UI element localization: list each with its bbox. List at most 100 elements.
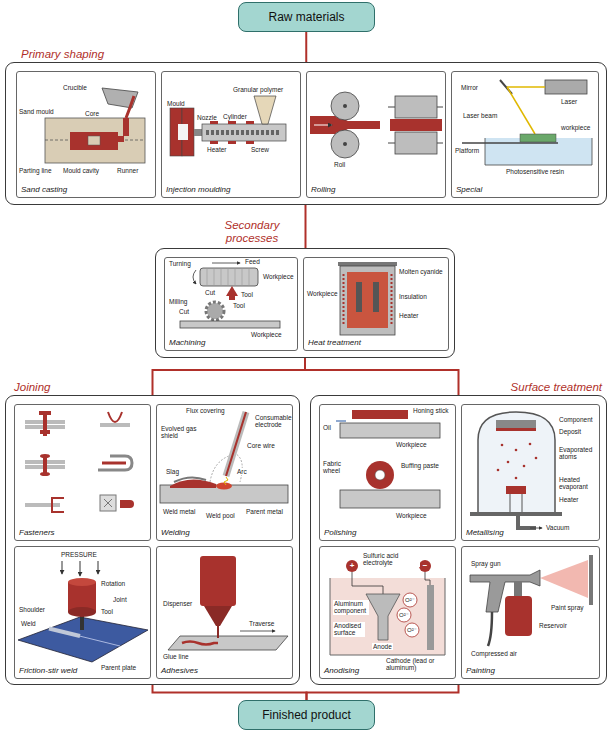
part-label: Evolved gas shield	[160, 425, 198, 440]
process-caption: Special	[456, 185, 482, 194]
heat-treatment-illustration-part	[340, 266, 395, 335]
anodising-illustration-part	[346, 560, 358, 572]
machining-illustration-part	[200, 268, 258, 286]
stereolithography-illustration-part	[545, 80, 587, 94]
metallising-illustration-part	[506, 486, 526, 494]
part-label: Oil	[322, 424, 332, 431]
anodising-illustration-part	[403, 593, 417, 607]
part-label: Workpiece	[395, 512, 428, 519]
part-label: Roll	[333, 161, 346, 168]
part-label: Sulfuric acid electrolyte	[362, 552, 420, 567]
adhesives-illustration-part	[240, 631, 275, 632]
process-caption: Machining	[169, 338, 205, 347]
part-label: Heater	[398, 312, 420, 319]
process-caption: Rolling	[311, 185, 335, 194]
part-label: Shoulder	[18, 606, 46, 613]
process-caption: Adhesives	[161, 666, 198, 675]
machining-illustration-part	[229, 296, 235, 300]
heat-treatment-illustration-part	[338, 262, 397, 266]
part-label: Consumable electrode	[254, 414, 292, 429]
part-label: Heated evaporant	[558, 476, 598, 491]
part-label: Parent metal	[245, 508, 284, 515]
fasteners-illustration-part	[25, 503, 60, 507]
stereolithography-illustration-part	[462, 142, 558, 144]
welding-illustration-part	[226, 412, 246, 476]
fasteners-illustration-part	[100, 495, 116, 511]
adhesives-illustration-part	[217, 626, 219, 638]
process-panel: MachiningHeat treatmentSecondary process…	[155, 248, 455, 358]
heat-treatment-illustration-part	[391, 274, 393, 326]
sand-casting-illustration	[45, 88, 145, 163]
part-label: Platform	[454, 147, 480, 154]
rolling-illustration-part	[331, 92, 359, 120]
panel-heading: Surface treatment	[511, 381, 602, 394]
friction-stir-illustration-part	[68, 607, 96, 617]
rolling-illustration-part	[388, 107, 395, 108]
rolling-illustration-part	[331, 130, 359, 158]
rolling-illustration-part	[437, 143, 443, 144]
injection-moulding-illustration-part	[246, 141, 254, 144]
process-caption: Welding	[161, 528, 190, 537]
friction-stir-illustration-part	[49, 629, 80, 637]
terminal-box: Raw materials	[238, 2, 375, 32]
metallising-illustration-part	[496, 420, 536, 428]
metallising-illustration-part	[470, 512, 562, 516]
part-label: workpiece	[560, 124, 591, 131]
part-label: Slag	[165, 468, 180, 475]
part-label: Feed	[244, 258, 261, 265]
part-label: Weld	[20, 620, 37, 627]
process-box: Rolling	[306, 71, 446, 198]
welding-illustration-part	[224, 477, 228, 485]
part-label: Sand mould	[18, 108, 55, 115]
process-caption: Fasteners	[19, 528, 55, 537]
fasteners-illustration-part	[100, 423, 130, 427]
anodising-illustration-part	[352, 572, 383, 594]
painting-illustration-part	[505, 596, 532, 636]
process-panel: PolishingMetallisingAnodisingPaintingSur…	[310, 395, 607, 685]
process-panel: FastenersWeldingFriction-stir weldAdhesi…	[5, 395, 300, 685]
painting-illustration-part	[540, 560, 588, 598]
part-label: Dispenser	[162, 600, 193, 607]
heat-treatment-illustration	[338, 262, 397, 335]
part-label: Reservoir	[538, 622, 568, 629]
fasteners-illustration-part	[98, 456, 132, 470]
part-label: Workpiece	[250, 331, 283, 338]
fasteners-illustration-part	[104, 499, 112, 507]
part-label: Workpiece	[306, 290, 339, 297]
painting-illustration	[470, 555, 593, 646]
part-label: Compressed air	[470, 650, 518, 657]
part-label: Weld pool	[205, 512, 236, 519]
polishing-illustration-part	[340, 423, 440, 438]
metallising-illustration-part	[522, 494, 523, 512]
process-panel: Sand castingInjection mouldingRollingSpe…	[5, 62, 607, 205]
part-label: Laser beam	[462, 112, 498, 119]
metallising-illustration-part	[510, 494, 511, 512]
part-label: O²⁻	[406, 627, 418, 634]
machining-illustration-part	[207, 303, 223, 319]
stereolithography-illustration-part	[507, 87, 535, 134]
part-label: Parting line	[18, 167, 53, 174]
injection-moulding-illustration-part	[178, 124, 188, 140]
part-label: Aluminum component	[333, 600, 369, 615]
machining-illustration-part	[180, 321, 280, 328]
injection-moulding-illustration-part	[246, 121, 254, 124]
injection-moulding-illustration-part	[194, 129, 202, 136]
polishing-illustration-part	[352, 410, 408, 419]
part-label: O²⁻	[404, 597, 416, 604]
process-caption: Polishing	[324, 528, 356, 537]
process-caption: Injection moulding	[166, 185, 230, 194]
metallising-illustration-part	[478, 412, 555, 512]
fasteners-illustration-part	[120, 500, 134, 508]
adhesives-illustration-part	[182, 642, 218, 645]
part-label: Joint	[112, 596, 128, 603]
process-box: Fasteners	[14, 404, 151, 541]
panel-heading: Primary shaping	[21, 48, 104, 61]
injection-moulding-illustration-part	[228, 121, 236, 124]
part-label: Fabric wheel	[322, 460, 354, 475]
part-label: Weld metal	[162, 508, 196, 515]
fasteners-illustration-part	[43, 456, 47, 474]
polishing-illustration-part	[375, 470, 385, 480]
friction-stir-illustration	[18, 561, 148, 662]
part-label: Workpiece	[395, 441, 428, 448]
